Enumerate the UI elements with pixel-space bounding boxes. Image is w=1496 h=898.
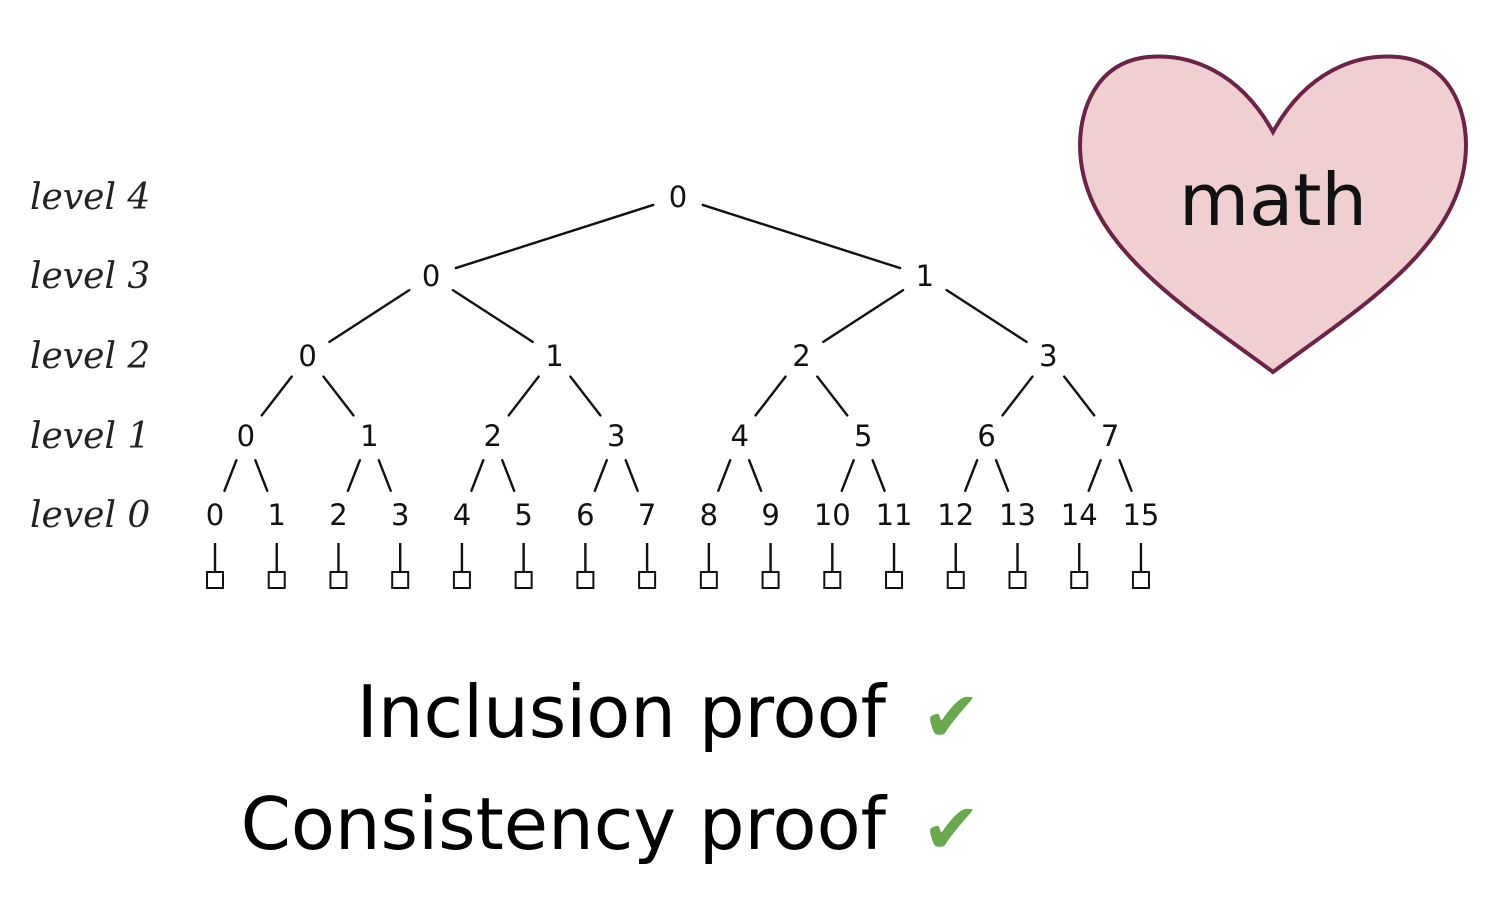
consistency-proof-label: Consistency proof — [240, 782, 886, 866]
heart-icon — [1077, 54, 1469, 375]
tree-node-label: 0 — [422, 259, 440, 293]
tree-node-label: 4 — [453, 498, 471, 532]
level-label: level 4 — [30, 177, 150, 218]
leaf-data-box — [576, 571, 595, 589]
leaf-data-box — [452, 571, 471, 589]
inclusion-check-icon: ✔ — [922, 676, 981, 758]
tree-edge — [994, 459, 1010, 492]
tree-edge — [1063, 375, 1096, 417]
tree-edge — [747, 459, 763, 492]
leaf-data-box — [206, 571, 224, 589]
tree-node-label: 7 — [638, 498, 656, 532]
tree-edge — [701, 203, 902, 270]
tree-node-label: 10 — [814, 498, 851, 532]
leaf-data-box — [267, 571, 286, 589]
tree-edge — [840, 459, 855, 492]
leaf-data-box — [1131, 571, 1150, 589]
tree-edge — [871, 459, 886, 492]
tree-node-label: 0 — [206, 498, 224, 532]
tree-node-label: 3 — [607, 419, 625, 453]
tree-node-label: 3 — [1039, 339, 1057, 373]
tree-node-label: 2 — [484, 419, 502, 453]
level-label: level 1 — [30, 416, 150, 457]
tree-node-label: 0 — [669, 180, 687, 214]
leaf-data-box — [885, 571, 904, 589]
tree-edge — [501, 459, 516, 492]
tree-edge — [822, 288, 905, 344]
leaf-data-box — [1070, 571, 1089, 589]
consistency-check-icon: ✔ — [922, 788, 981, 870]
tree-edge — [593, 459, 608, 492]
tree-node-label: 13 — [999, 498, 1036, 532]
tree-node-label: 12 — [937, 498, 974, 532]
tree-node-label: 6 — [977, 419, 995, 453]
leaf-data-box — [391, 571, 410, 589]
level-label: level 0 — [30, 495, 150, 536]
tree-edge — [945, 288, 1028, 344]
leaf-data-box — [823, 571, 842, 589]
tree-node-label: 2 — [792, 339, 810, 373]
leaf-data-box — [514, 571, 533, 589]
tree-node-label: 0 — [237, 419, 255, 453]
leaf-data-box — [1008, 571, 1027, 589]
tree-node-label: 11 — [876, 498, 913, 532]
tree-edge — [451, 288, 534, 344]
tree-edge — [1118, 459, 1133, 492]
tree-node-label: 1 — [360, 419, 378, 453]
tree-edge — [754, 375, 787, 417]
tree-node-label: 5 — [514, 498, 532, 532]
leaf-data-box — [638, 571, 657, 589]
tree-node-label: 14 — [1061, 498, 1098, 532]
tree-edge — [1087, 459, 1102, 492]
tree-node-label: 5 — [854, 419, 872, 453]
tree-node-label: 1 — [916, 259, 934, 293]
level-label: level 2 — [30, 336, 150, 377]
tree-edge — [322, 375, 355, 417]
level-label: level 3 — [30, 256, 150, 297]
tree-edge — [454, 203, 655, 270]
tree-node-label: 1 — [268, 498, 286, 532]
tree-edge — [346, 459, 362, 492]
tree-edge — [470, 459, 485, 492]
tree-node-label: 3 — [391, 498, 409, 532]
inclusion-proof-label: Inclusion proof — [356, 670, 886, 754]
leaf-data-box — [329, 571, 348, 589]
heart-badge: math — [1077, 54, 1469, 375]
leaf-data-box — [699, 571, 718, 589]
heart-label: math — [1179, 158, 1367, 242]
tree-node-label: 0 — [298, 339, 316, 373]
tree-node-label: 9 — [761, 498, 779, 532]
leaf-data-box — [946, 571, 965, 589]
tree-node-label: 1 — [545, 339, 563, 373]
tree-node-label: 7 — [1101, 419, 1119, 453]
tree-node-label: 8 — [700, 498, 718, 532]
tree-edge — [223, 459, 238, 492]
tree-node-label: 4 — [730, 419, 748, 453]
tree-edge — [717, 459, 732, 492]
tree-edge — [254, 459, 269, 492]
tree-edge — [260, 375, 293, 417]
tree-edge — [328, 288, 411, 344]
tree-node-label: 15 — [1122, 498, 1159, 532]
tree-edge — [624, 459, 639, 492]
tree-node-label: 6 — [576, 498, 594, 532]
leaf-data-box — [761, 571, 780, 589]
tree-edge — [1001, 375, 1034, 417]
tree-edge — [569, 375, 602, 417]
tree-node-label: 2 — [329, 498, 347, 532]
tree-edge — [816, 375, 849, 417]
tree-edge — [377, 459, 392, 492]
tree-edge — [964, 459, 979, 492]
tree-edge — [507, 375, 540, 417]
